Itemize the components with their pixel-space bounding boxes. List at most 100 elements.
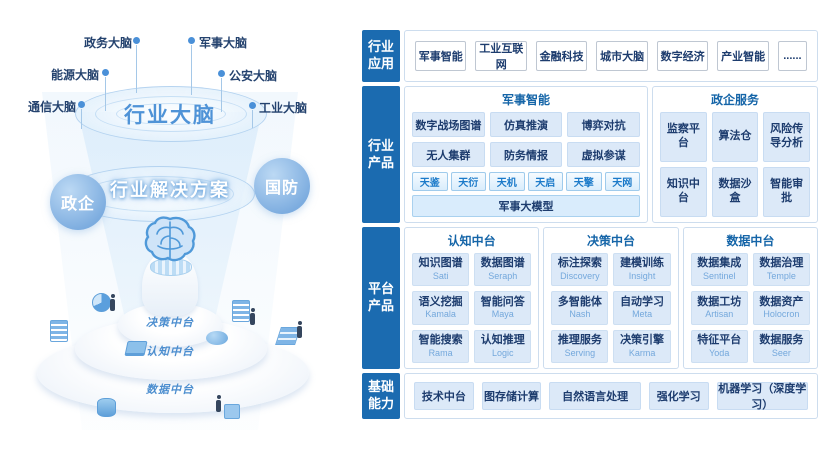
pie-chart-icon [92,293,111,312]
data-platform-title: 数据中台 [726,234,775,248]
node-dot [102,69,109,76]
military-products-grid: 数字战场图谱 仿真推演 博弈对抗 无人集群 防务情报 虚拟参谋 [412,112,640,167]
person-icon [110,294,115,311]
person-icon [250,308,255,325]
row-base-capabilities: 基础能力 技术中台 图存储计算 自然语言处理 强化学习 机器学习（深度学习） [362,373,818,419]
card-codename: Discovery [560,271,600,282]
cognition-platform-title: 认知中台 [447,234,496,248]
card-codename: Sati [432,271,449,282]
product-button-defense-intel[interactable]: 防务情报 [489,142,563,167]
row-header-industry-apps: 行业应用 [362,30,400,82]
card-codename: Meta [632,309,653,320]
card-title: 建模训练 [620,257,665,270]
card-codename: Artisan [705,309,734,320]
card-codename: Insight [628,271,656,282]
series-tab-tianqing[interactable]: 天擎 [566,172,602,191]
product-button-virtual-staff[interactable]: 虚拟参谋 [567,142,640,167]
ripple-ring [95,96,247,132]
tier-label-cognition: 认知中台 [146,346,194,358]
product-button-simulation[interactable]: 仿真推演 [489,112,563,137]
series-tab-tianqi[interactable]: 天启 [527,172,563,191]
server-rack-icon [50,320,68,342]
gov-products-grid: 监察平台 算法仓 风险传导分析 知识中台 数据沙盒 智能审批 [660,112,810,217]
row-industry-apps: 行业应用 军事智能 工业互联网 金融科技 城市大脑 数字经济 产业智能 ....… [362,30,818,82]
bubble-government-enterprise: 政企 [50,174,106,230]
capability-button-reinforcement-learning[interactable]: 强化学习 [648,382,709,410]
card-codename: Maya [491,309,514,320]
card-title: 数据集成 [697,257,742,270]
app-button-city-brain[interactable]: 城市大脑 [596,41,648,71]
product-button-algorithm-store[interactable]: 算法仓 [711,112,759,162]
industry-apps-panel: 军事智能 工业互联网 金融科技 城市大脑 数字经济 产业智能 ...... [404,30,818,82]
product-button-knowledge-hub[interactable]: 知识中台 [660,167,707,217]
row-header-industry-products: 行业产品 [362,86,400,223]
series-tab-tianji[interactable]: 天机 [489,172,525,191]
brain-icon [144,216,196,262]
product-button-smart-approval[interactable]: 智能审批 [763,167,810,217]
row-industry-products: 行业产品 军事智能 数字战场图谱 仿真推演 博弈对抗 无人集群 防务情报 虚拟参… [362,86,818,223]
person-icon [216,395,221,412]
product-button-game-confrontation[interactable]: 博弈对抗 [567,112,640,137]
row-header-label: 基础能力 [368,379,395,411]
tier-label-decision: 决策中台 [146,317,194,329]
app-button-digital-economy[interactable]: 数字经济 [656,41,709,71]
tier-label-data: 数据中台 [146,384,194,396]
app-button-military-ai[interactable]: 军事智能 [415,41,467,71]
row-header-label: 行业产品 [368,137,395,170]
series-tab-tianjian[interactable]: 天鉴 [412,172,448,191]
laptop-icon [124,341,148,356]
card-codename: Holocron [763,309,800,320]
app-button-fintech[interactable]: 金融科技 [535,41,588,71]
capability-button-tech-hub[interactable]: 技术中台 [414,382,474,410]
product-button-unmanned-swarm[interactable]: 无人集群 [412,142,485,167]
brain-funnel-diagram: 行业大脑 政务大脑 军事大脑 能源大脑 公安大脑 通信大脑 工业大脑 行业解决方… [0,0,360,452]
military-llm-bar[interactable]: 军事大模型 [412,195,640,217]
app-button-industry-ai[interactable]: 产业智能 [717,41,769,71]
card-title: 数据服务 [759,334,804,347]
capability-button-nlp[interactable]: 自然语言处理 [549,382,641,410]
node-connector [221,78,222,112]
capability-button-machine-learning[interactable]: 机器学习（深度学习） [716,382,808,411]
node-label-energy-brain: 能源大脑 [51,68,100,82]
series-tab-tianyan[interactable]: 天衍 [450,172,486,191]
card-title: 决策引擎 [620,334,665,347]
cube-icon [224,404,240,419]
product-button-risk-analysis[interactable]: 风险传导分析 [763,112,810,162]
product-button-battlefield-graph[interactable]: 数字战场图谱 [412,112,485,137]
card-title: 多智能体 [557,295,602,308]
card-title: 标注探索 [557,257,602,270]
capability-button-graph-storage-compute[interactable]: 图存储计算 [481,382,542,410]
node-dot [188,37,195,44]
app-button-more[interactable]: ...... [777,41,808,71]
app-button-industrial-internet[interactable]: 工业互联网 [475,41,527,71]
series-tab-tianwang[interactable]: 天网 [604,172,640,191]
military-ai-panel: 军事智能 数字战场图谱 仿真推演 博弈对抗 无人集群 防务情报 虚拟参谋 天鉴 … [404,86,648,223]
product-button-data-sandbox[interactable]: 数据沙盒 [711,167,759,217]
sphere-icon [206,331,228,345]
server-rack-icon [232,300,250,322]
product-button-supervision-platform[interactable]: 监察平台 [660,112,707,162]
